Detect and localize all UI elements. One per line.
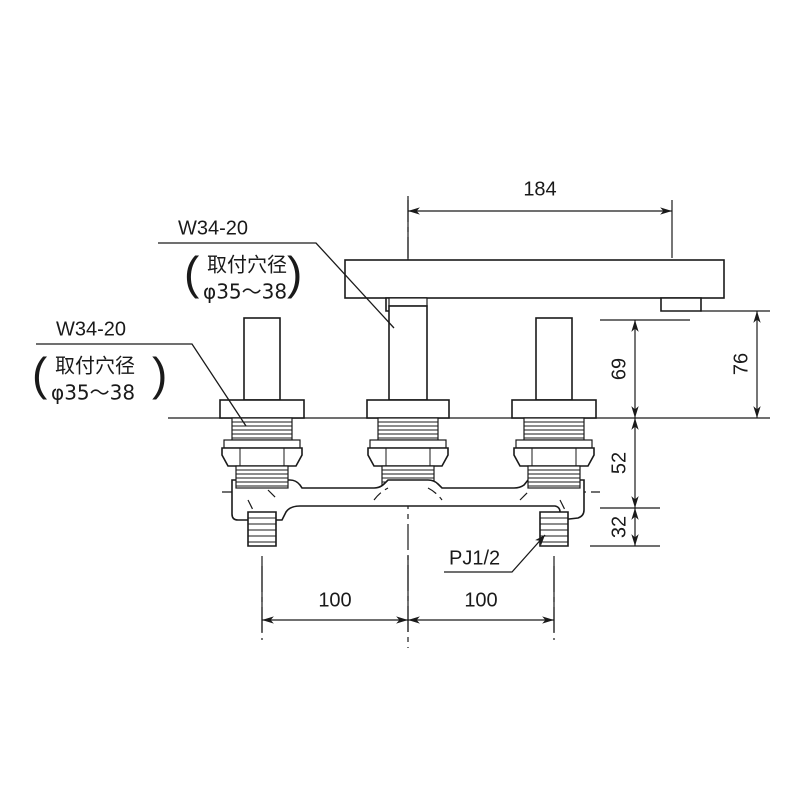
dimension-76: 76 bbox=[700, 310, 770, 418]
dimension-184: 184 bbox=[407, 178, 673, 258]
callout-lower-hole-note-line1: 取付穴径 bbox=[55, 354, 135, 378]
dimension-100-right-value: 100 bbox=[464, 589, 497, 611]
callout-upper-hole-note-line2: φ35〜38 bbox=[203, 280, 287, 304]
callout-lower-thread-spec: W34-20 bbox=[56, 318, 126, 340]
callout-w34-20-upper: W34-20 ( ) 取付穴径 φ35〜38 bbox=[158, 217, 395, 329]
callout-upper-hole-note-line1: 取付穴径 bbox=[207, 253, 287, 277]
right-valve-assembly bbox=[511, 317, 597, 547]
callout-inlet-thread-spec: PJ1/2 bbox=[449, 547, 500, 569]
callout-lower-hole-note-line2: φ35〜38 bbox=[51, 381, 135, 405]
dimension-52-value: 52 bbox=[608, 452, 630, 474]
left-valve-assembly bbox=[219, 317, 305, 547]
dimension-184-value: 184 bbox=[523, 178, 556, 200]
callout-pj12: PJ1/2 bbox=[444, 534, 546, 573]
callout-lower-paren-close: ) bbox=[152, 348, 167, 400]
dimension-spacing-bottom: 100 100 bbox=[261, 556, 555, 632]
body-internal-arcs bbox=[373, 487, 443, 501]
center-spout-assembly bbox=[366, 297, 450, 489]
dimension-76-value: 76 bbox=[730, 353, 752, 375]
callout-upper-paren-close: ) bbox=[287, 247, 302, 299]
callout-upper-thread-spec: W34-20 bbox=[178, 217, 248, 239]
callout-lower-paren-open: ( bbox=[32, 348, 48, 400]
dimension-69-value: 69 bbox=[608, 358, 630, 380]
callout-upper-paren-open: ( bbox=[184, 247, 200, 299]
spout-bar bbox=[344, 259, 725, 312]
dimension-32-value: 32 bbox=[608, 516, 630, 538]
dimension-100-left-value: 100 bbox=[318, 589, 351, 611]
callout-w34-20-lower: W34-20 ( ) 取付穴径 φ35〜38 bbox=[32, 318, 247, 427]
dimension-stack-vertical: 69 52 32 bbox=[590, 319, 690, 547]
